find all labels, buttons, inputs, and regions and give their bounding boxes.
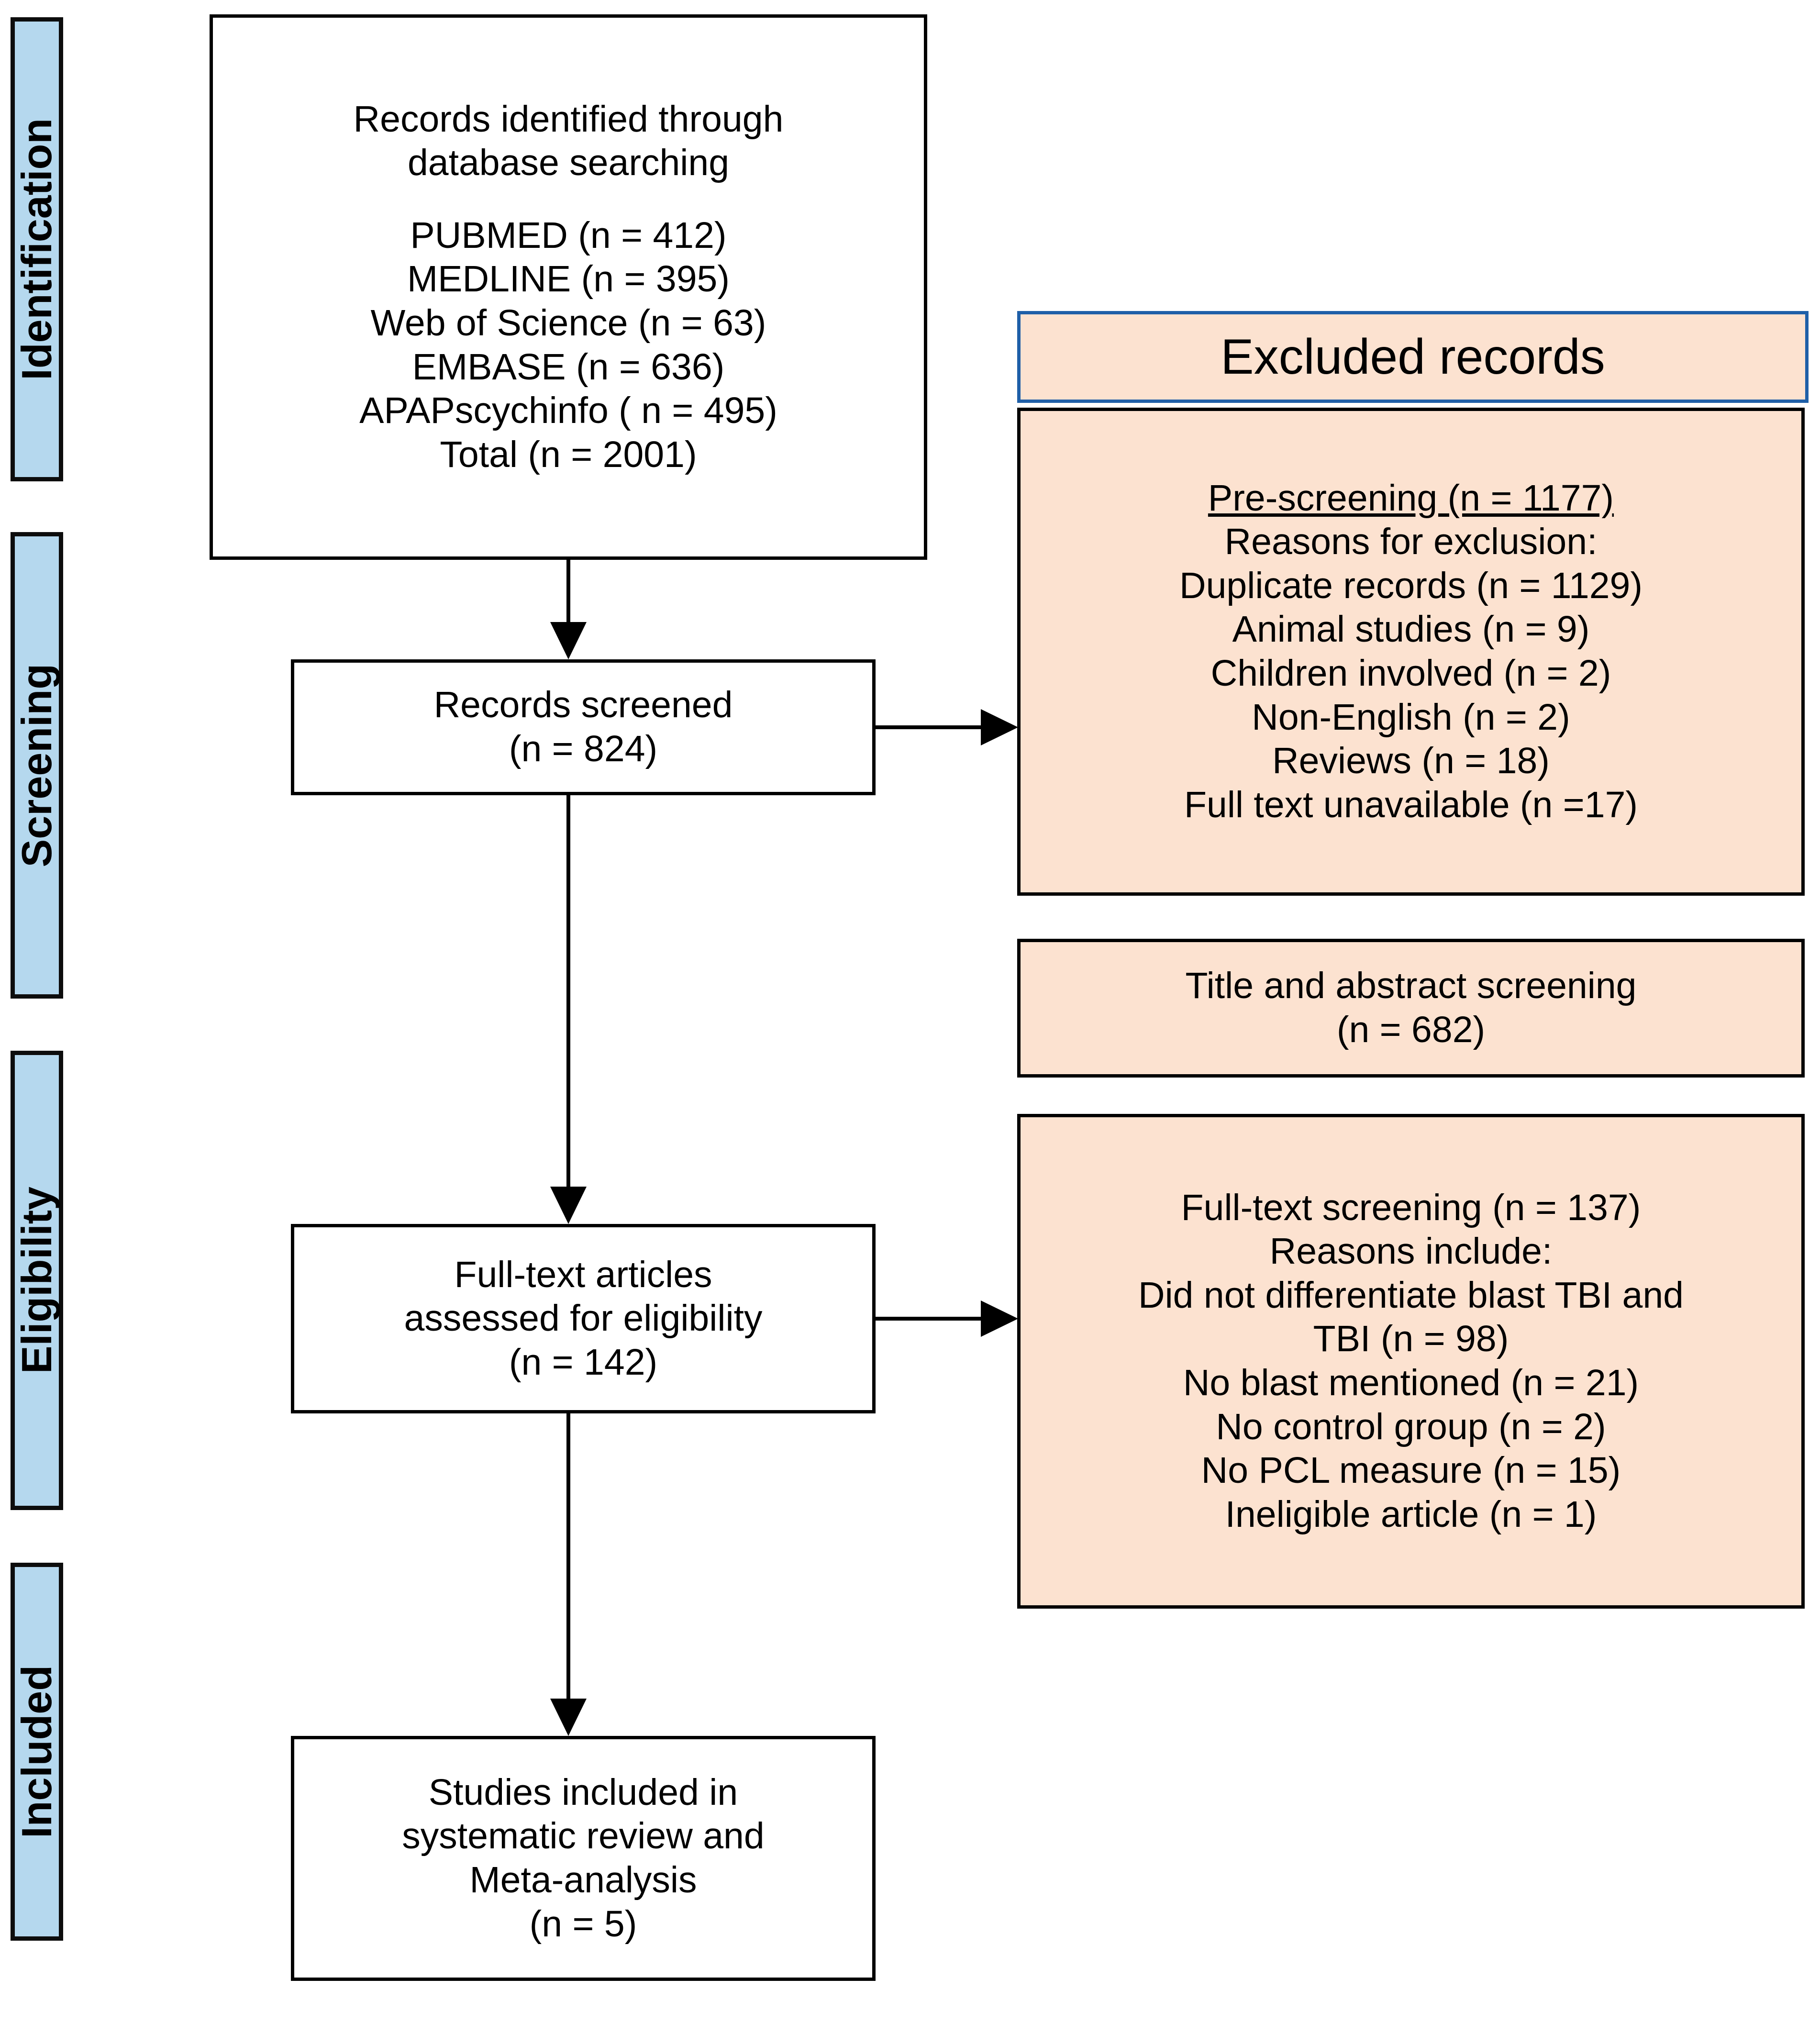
excluded-records-header-text: Excluded records <box>1221 329 1605 385</box>
records-identified-source-embase: EMBASE (n = 636) <box>412 346 725 388</box>
full-text-screening-reason-no-control-group: No control group (n = 2) <box>1216 1406 1606 1447</box>
box-excluded-pre-screening: Pre-screening (n = 1177) Reasons for exc… <box>1017 408 1805 896</box>
full-text-screening-reason-ineligible-article: Ineligible article (n = 1) <box>1225 1493 1597 1535</box>
records-screened-line-2: (n = 824) <box>509 728 658 769</box>
title-abstract-line-1: Title and abstract screening <box>1185 965 1637 1007</box>
full-text-screening-reason-no-pcl-measure: No PCL measure (n = 15) <box>1201 1450 1621 1491</box>
stage-label-screening: Screening <box>11 532 63 999</box>
stage-label-identification: Identification <box>11 17 63 481</box>
full-text-screening-subheading: Reasons include: <box>1269 1231 1553 1272</box>
records-identified-source-total: Total (n = 2001) <box>440 433 697 475</box>
full-text-articles-line-3: (n = 142) <box>509 1341 658 1383</box>
records-identified-source-pubmed: PUBMED (n = 412) <box>410 214 727 256</box>
records-screened-line-1: Records screened <box>433 684 733 726</box>
pre-screening-reason-duplicate-records: Duplicate records (n = 1129) <box>1179 565 1642 606</box>
box-excluded-full-text-screening: Full-text screening (n = 137) Reasons in… <box>1017 1114 1805 1609</box>
studies-included-line-3: Meta-analysis <box>469 1859 697 1901</box>
connector-fulltext-to-included-arrowhead <box>550 1699 587 1736</box>
records-identified-heading-line-1: Records identified through <box>353 98 784 140</box>
records-identified-source-apapscychinfo: APAPscychinfo ( n = 495) <box>359 390 777 432</box>
stage-label-screening-text: Screening <box>13 663 60 867</box>
full-text-screening-reason-tbi-count: TBI (n = 98) <box>1313 1318 1509 1360</box>
pre-screening-reason-reviews: Reviews (n = 18) <box>1272 740 1550 782</box>
connector-screened-to-prescreening-arrowhead <box>981 709 1018 745</box>
studies-included-line-1: Studies included in <box>428 1771 738 1813</box>
studies-included-line-4: (n = 5) <box>529 1903 637 1945</box>
pre-screening-reason-non-english: Non-English (n = 2) <box>1252 696 1570 738</box>
connector-fulltext-to-fulltextscreening-line <box>876 1317 1005 1321</box>
pre-screening-reason-children-involved: Children involved (n = 2) <box>1210 653 1611 694</box>
pre-screening-reason-full-text-unavailable: Full text unavailable (n =17) <box>1184 784 1638 825</box>
pre-screening-subheading: Reasons for exclusion: <box>1224 521 1598 563</box>
connector-identified-to-screened-line <box>566 560 570 632</box>
stage-label-identification-text: Identification <box>13 118 60 380</box>
stage-label-eligibility-text: Eligibility <box>13 1187 60 1374</box>
box-studies-included: Studies included in systematic review an… <box>291 1736 876 1981</box>
excluded-records-header: Excluded records <box>1017 311 1809 403</box>
full-text-screening-reason-no-blast-mentioned: No blast mentioned (n = 21) <box>1183 1362 1639 1403</box>
full-text-articles-line-2: assessed for eligibility <box>404 1298 763 1339</box>
connector-screened-to-fulltext-arrowhead <box>550 1187 587 1224</box>
stage-label-included-text: Included <box>13 1665 60 1838</box>
full-text-articles-line-1: Full-text articles <box>454 1254 712 1295</box>
stage-label-included: Included <box>11 1563 63 1941</box>
stage-label-eligibility: Eligibility <box>11 1051 63 1510</box>
connector-screened-to-prescreening-line <box>876 725 1005 729</box>
title-abstract-line-2: (n = 682) <box>1336 1009 1486 1050</box>
connector-identified-to-screened-arrowhead <box>550 622 587 659</box>
connector-fulltext-to-included-line <box>566 1413 570 1705</box>
box-full-text-articles: Full-text articles assessed for eligibil… <box>291 1224 876 1413</box>
box-records-identified: Records identified through database sear… <box>210 14 927 560</box>
studies-included-line-2: systematic review and <box>402 1815 765 1857</box>
box-records-screened: Records screened (n = 824) <box>291 659 876 795</box>
records-identified-heading-line-2: database searching <box>407 142 730 184</box>
box-excluded-title-abstract-screening: Title and abstract screening (n = 682) <box>1017 939 1805 1078</box>
connector-fulltext-to-fulltextscreening-arrowhead <box>981 1300 1018 1337</box>
pre-screening-heading: Pre-screening (n = 1177) <box>1208 477 1614 519</box>
full-text-screening-reason-did-not-differentiate: Did not differentiate blast TBI and <box>1138 1274 1684 1316</box>
pre-screening-reason-animal-studies: Animal studies (n = 9) <box>1232 609 1590 650</box>
records-identified-source-medline: MEDLINE (n = 395) <box>407 258 730 300</box>
connector-screened-to-fulltext-line <box>566 795 570 1192</box>
full-text-screening-heading: Full-text screening (n = 137) <box>1181 1187 1641 1228</box>
records-identified-source-web-of-science: Web of Science (n = 63) <box>370 302 766 344</box>
